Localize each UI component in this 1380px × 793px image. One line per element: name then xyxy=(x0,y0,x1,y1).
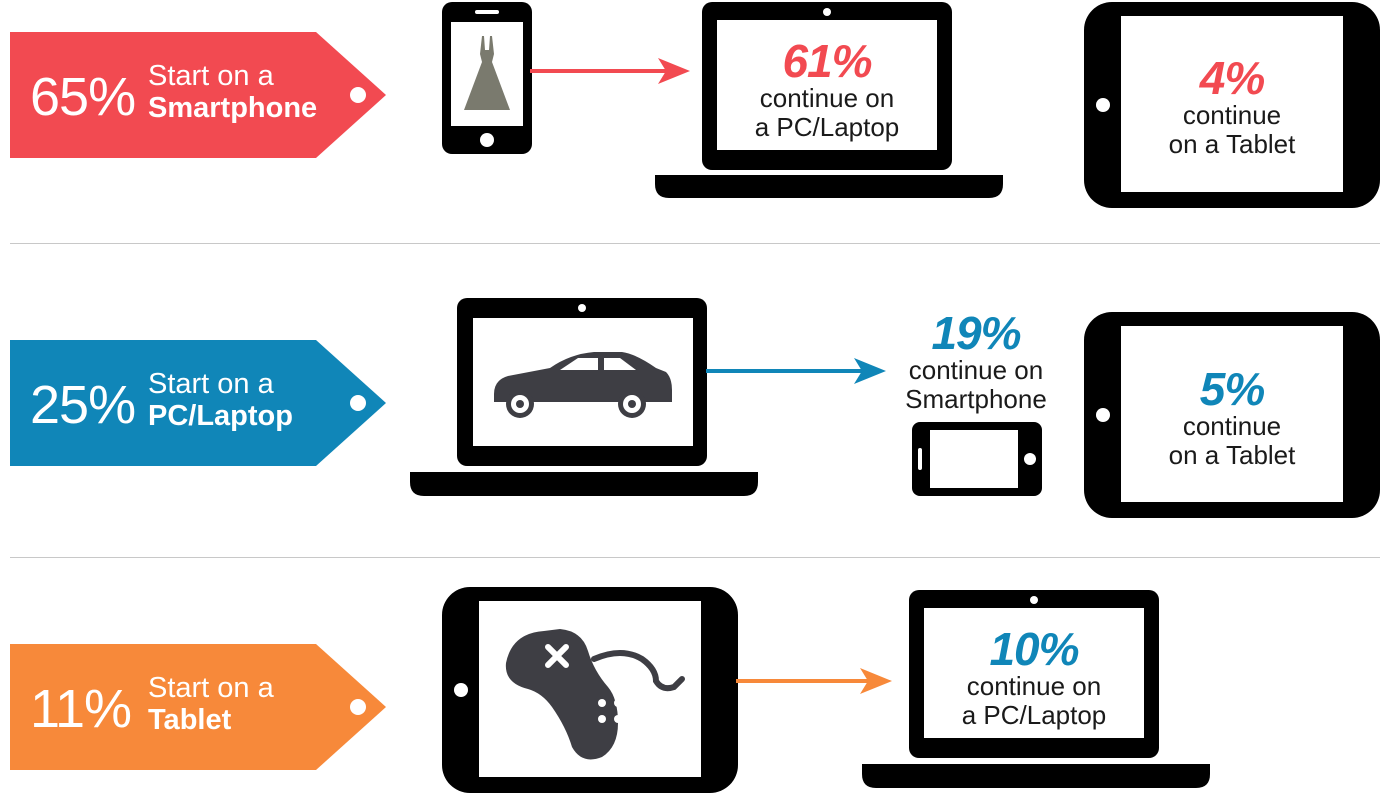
tag-percent: 11% xyxy=(30,679,132,739)
target-stat: 5% continue on a Tablet xyxy=(1121,366,1343,470)
target-percent: 10% xyxy=(989,623,1079,675)
tablet-icon xyxy=(442,587,738,793)
tag-label: Start on a xyxy=(148,60,274,92)
target-stat: 61% continue on a PC/Laptop xyxy=(717,38,937,142)
arrow-right-icon xyxy=(736,668,892,694)
arrow-right-icon xyxy=(530,58,690,84)
tablet-icon xyxy=(1084,2,1380,208)
tag-label: Start on a xyxy=(148,368,274,400)
tag-label: Start on a xyxy=(148,672,274,704)
laptop-icon xyxy=(655,2,1003,198)
smartphone-landscape-icon xyxy=(912,422,1042,496)
tag-start-smartphone: 65% Start on a Smartphone xyxy=(10,32,386,158)
row-divider xyxy=(10,243,1380,244)
target-percent: 61% xyxy=(782,35,872,87)
car-icon xyxy=(494,352,672,418)
tag-percent: 65% xyxy=(30,67,136,127)
target-label-line1: continue on xyxy=(966,671,1102,701)
tablet-icon xyxy=(1084,312,1380,518)
tag-device: PC/Laptop xyxy=(148,400,293,432)
target-label-line2: on a Tablet xyxy=(1168,129,1296,159)
tag-device: Smartphone xyxy=(148,92,318,124)
dress-icon xyxy=(464,36,510,110)
tag-start-tablet: 11% Start on a Tablet xyxy=(10,644,386,770)
target-stat: 4% continue on a Tablet xyxy=(1121,55,1343,159)
target-label-line1: continue xyxy=(1182,411,1282,441)
target-label-line1: continue xyxy=(1182,100,1282,130)
tag-percent: 25% xyxy=(30,375,136,435)
target-stat: 19% continue on Smartphone xyxy=(876,310,1076,414)
target-stat: 10% continue on a PC/Laptop xyxy=(924,626,1144,730)
gamepad-icon xyxy=(505,629,685,760)
target-percent: 4% xyxy=(1199,52,1265,104)
target-label-line1: continue on xyxy=(759,83,895,113)
target-label-line1: continue on xyxy=(908,355,1044,385)
arrow-right-icon xyxy=(706,358,886,384)
smartphone-icon xyxy=(442,2,532,154)
target-percent: 19% xyxy=(931,307,1021,359)
tag-start-pc-laptop: 25% Start on a PC/Laptop xyxy=(10,340,386,466)
target-label-line2: a PC/Laptop xyxy=(961,700,1107,730)
laptop-icon xyxy=(862,590,1210,788)
laptop-icon xyxy=(410,298,758,496)
tag-device: Tablet xyxy=(148,704,232,736)
target-label-line2: a PC/Laptop xyxy=(754,112,900,142)
row-divider xyxy=(10,557,1380,558)
target-label-line2: on a Tablet xyxy=(1168,440,1296,470)
target-label-line2: Smartphone xyxy=(905,384,1047,414)
target-percent: 5% xyxy=(1199,363,1265,415)
